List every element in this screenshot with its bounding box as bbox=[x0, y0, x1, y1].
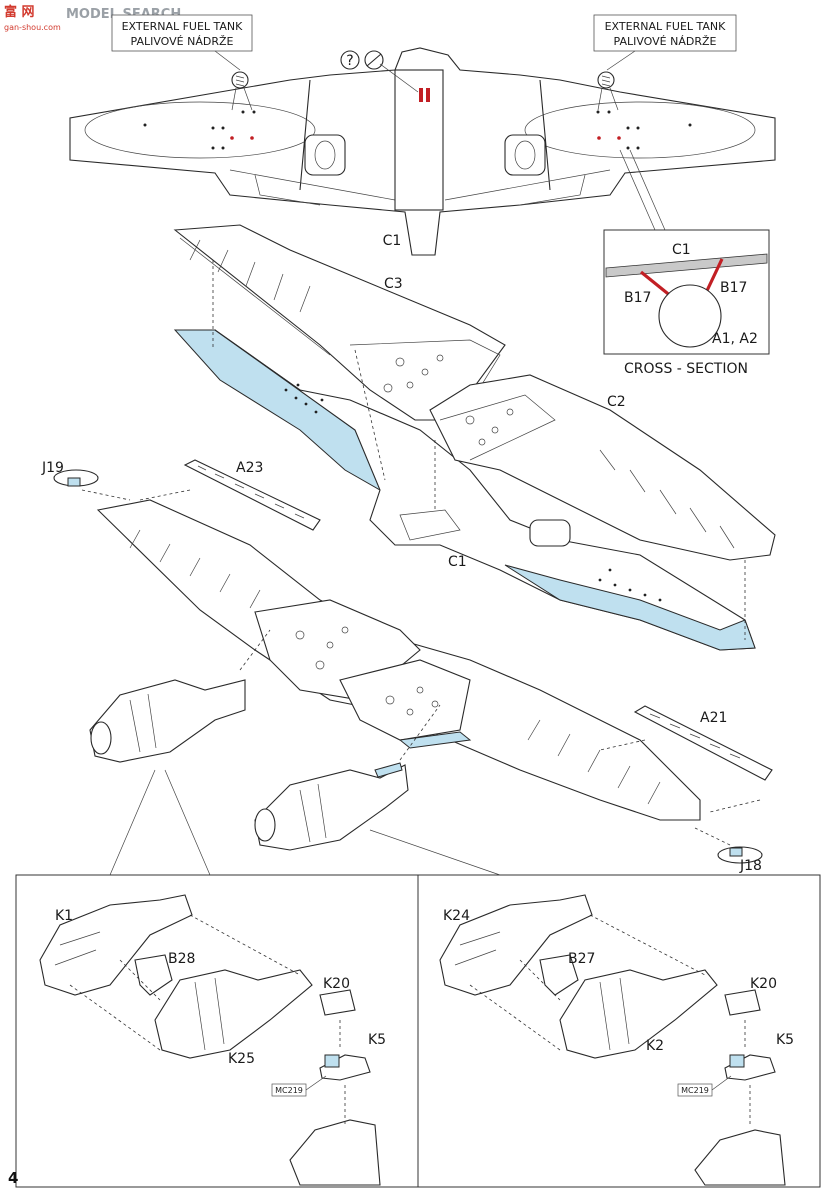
label-c1-top: C1 bbox=[383, 233, 402, 249]
cross-section-panel: C1 B17 B17 A1, A2 CROSS - SECTION bbox=[603, 149, 770, 377]
label-c2: C2 bbox=[607, 394, 626, 410]
detail-right: K24 B27 K2 K20 K5 MC219 bbox=[439, 894, 794, 1186]
nacelle-right bbox=[254, 704, 441, 851]
label-mc-left: MC219 bbox=[275, 1086, 303, 1095]
cs-title: CROSS - SECTION bbox=[624, 361, 748, 377]
cs-label-b17-left: B17 bbox=[624, 290, 651, 306]
label-b28: B28 bbox=[168, 951, 195, 967]
part-a23: A23 bbox=[139, 459, 321, 531]
fuel-tank-callout-right: EXTERNAL FUEL TANK PALIVOVÉ NÁDRŽE bbox=[593, 14, 737, 111]
lower-wing-c1 bbox=[69, 47, 776, 256]
label-a23: A23 bbox=[236, 460, 263, 476]
lower-wing-assembly bbox=[96, 499, 701, 821]
label-k25: K25 bbox=[228, 1051, 255, 1067]
watermark-brand: 富 网 bbox=[4, 4, 35, 20]
drill-icon bbox=[597, 71, 615, 89]
label-k20-right: K20 bbox=[750, 976, 777, 992]
label-k1: K1 bbox=[55, 908, 73, 924]
label-mc-right: MC219 bbox=[681, 1086, 709, 1095]
fuel-tank-callout-left: EXTERNAL FUEL TANK PALIVOVÉ NÁDRŽE bbox=[111, 14, 253, 111]
label-a21: A21 bbox=[700, 710, 727, 726]
label-j19: J19 bbox=[41, 460, 64, 476]
page-number: 4 bbox=[8, 1169, 18, 1187]
detail-left: K1 B28 K25 K20 K5 MC219 bbox=[39, 894, 386, 1186]
label-k5-left: K5 bbox=[368, 1032, 386, 1048]
fuel-left-line1: EXTERNAL FUEL TANK bbox=[122, 20, 244, 33]
wing-c1-mid: C1 bbox=[173, 329, 756, 651]
nacelle-left bbox=[89, 629, 271, 763]
label-c3: C3 bbox=[384, 276, 403, 292]
fuel-right-line2: PALIVOVÉ NÁDRŽE bbox=[614, 35, 717, 48]
label-k5-right: K5 bbox=[776, 1032, 794, 1048]
drill-icon bbox=[231, 71, 249, 89]
wing-c3: C3 bbox=[173, 224, 506, 421]
label-k20-left: K20 bbox=[323, 976, 350, 992]
cs-label-c1: C1 bbox=[672, 242, 691, 258]
label-b27: B27 bbox=[568, 951, 595, 967]
part-j19: J19 bbox=[41, 460, 131, 501]
cs-label-b17-right: B17 bbox=[720, 280, 747, 296]
part-a21: A21 bbox=[599, 705, 773, 813]
label-k24: K24 bbox=[443, 908, 470, 924]
part-j18: J18 bbox=[694, 827, 763, 874]
fuel-right-line1: EXTERNAL FUEL TANK bbox=[605, 20, 727, 33]
fuel-left-line2: PALIVOVÉ NÁDRŽE bbox=[131, 35, 234, 48]
watermark-domain: gan-shou.com bbox=[4, 23, 61, 32]
label-j18: J18 bbox=[739, 858, 762, 874]
cs-label-circle: A1, A2 bbox=[712, 331, 758, 347]
wing-c2: C2 bbox=[429, 374, 776, 561]
question-mark: ? bbox=[346, 53, 353, 69]
label-c1-mid: C1 bbox=[448, 554, 467, 570]
label-k2: K2 bbox=[646, 1038, 664, 1054]
optional-symbol: ? bbox=[340, 50, 419, 93]
